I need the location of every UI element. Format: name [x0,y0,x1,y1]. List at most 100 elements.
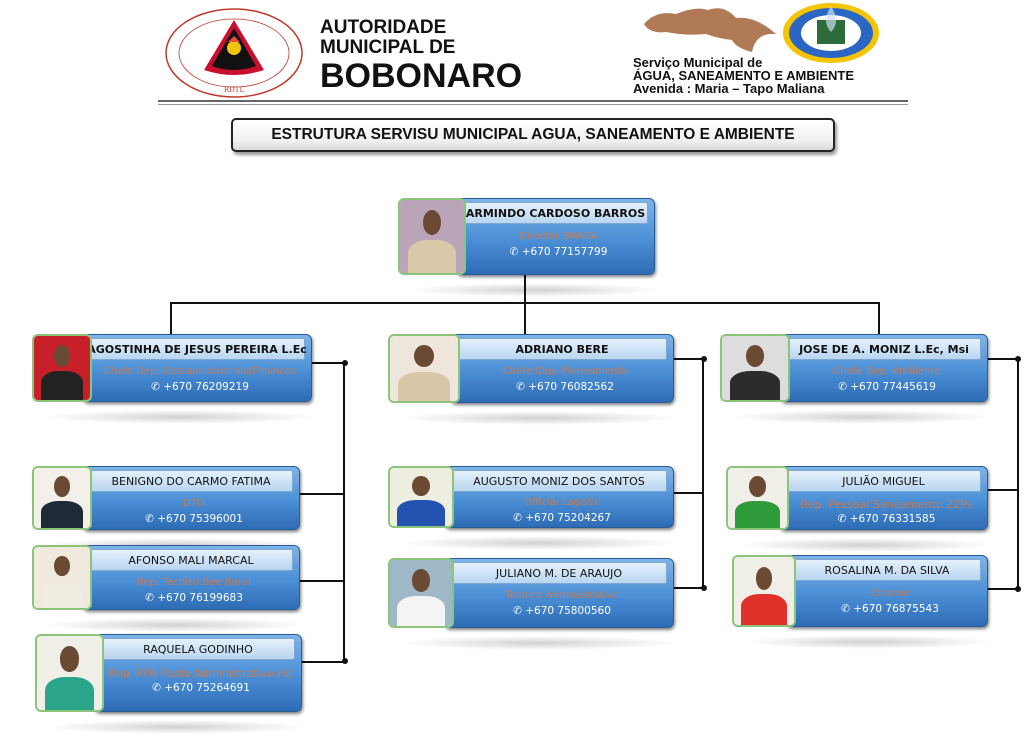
header-divider-thin [158,104,908,105]
person-name: JOSE DE A. MONIZ L.Ec, Msi [787,338,981,360]
photo-head [54,555,70,577]
person-photo [388,334,460,403]
card-shadow [398,411,680,425]
connector-line [312,362,344,364]
person-role: Chefe Dep. Ambiente [833,366,941,378]
phone-number: +670 75800560 [525,605,611,618]
person-role: Chefe Dep. Planeamento [502,366,628,378]
person-name: RAQUELA GODINHO [101,638,295,660]
connector-line [988,588,1018,590]
photo-head [412,569,430,592]
person-photo [35,634,104,712]
photo-head [412,476,430,496]
person-phone: ✆ +670 75204267 [451,512,673,524]
photo-head [60,646,79,672]
phone-number: +670 77157799 [521,246,608,259]
card-body: ADRIANO BERE Chefe Dep. Planeamento ✆ +670… [450,334,674,403]
connector-line [300,580,344,582]
phone-number: +670 76199683 [157,591,243,604]
connector-node [342,658,348,664]
card-shadow [742,635,994,649]
connector-line [170,302,172,334]
org-line-3: BOBONARO [320,57,523,95]
connector-node [701,356,707,362]
person-name: ARMINDO CARDOSO BARROS [463,202,648,224]
person-photo [32,545,92,610]
connector-line [674,358,703,360]
person-phone: ✆ +670 75264691 [101,682,301,694]
person-role: Rep. Pessoal Saneamento 22Ps [800,497,973,511]
person-phone: ✆ +670 76082562 [457,381,673,393]
svg-text:RDTL: RDTL [224,86,245,94]
person-name: BENIGNO DO CARMO FATIMA [89,470,293,492]
phone-number: +670 75204267 [525,512,611,525]
phone-icon: ✆ [151,381,164,394]
person-card: JULIÃO MIGUEL Rep. Pessoal Saneamento 22P… [726,466,994,552]
person-card: JULIANO M. DE ARAUJO Tecnico Administrati… [388,558,680,650]
connector-line [524,275,526,302]
person-card: ROSALINA M. DA SILVA Cleaner ✆ +670 768755… [732,555,994,649]
person-photo [32,466,92,530]
photo-torso [44,676,95,710]
phone-icon: ✆ [145,512,158,525]
person-phone: ✆ +670 77157799 [463,246,654,258]
connector-node [1015,356,1021,362]
photo-torso [40,371,84,400]
card-shadow [42,618,306,632]
card-body: ROSALINA M. DA SILVA Cleaner ✆ +670 768755… [786,555,988,627]
phone-number: +670 76082562 [528,381,614,394]
person-name: JULIANO M. DE ARAUJO [451,562,667,584]
phone-number: +670 75396001 [157,512,243,525]
person-role: Tecnico Administrativo [505,590,619,602]
phone-number: +670 76331585 [849,512,936,525]
person-role: Rep. Tecnico Bee Rural [137,576,251,588]
service-info: Serviço Municipal de ÁGUA, SANEAMENTO E … [633,56,854,95]
card-body: JULIÃO MIGUEL Rep. Pessoal Saneamento 22P… [779,466,988,530]
person-name: AGOSTINHA DE JESUS PEREIRA L.Ec [87,338,307,360]
header-divider [158,100,908,102]
phone-icon: ✆ [513,605,526,618]
connector-line [1017,358,1019,588]
person-role: Cleaner [870,587,910,599]
card-shadow [42,410,318,424]
photo-torso [397,596,445,626]
phone-number: +670 76875543 [853,602,939,615]
connector-line [343,362,345,661]
card-body: JULIANO M. DE ARAUJO Tecnico Administrati… [444,558,674,628]
bobonaro-map-logo [636,4,781,60]
phone-icon: ✆ [841,602,854,615]
person-name: AUGUSTO MONIZ DOS SANTOS [451,470,667,492]
person-name: JULIÃO MIGUEL [786,470,981,492]
person-name: ROSALINA M. DA SILVA [793,559,981,581]
photo-torso [741,594,787,625]
person-phone: ✆ +670 76209219 [89,381,311,393]
person-name: ADRIANO BERE [457,338,667,360]
connector-line [524,302,526,334]
person-photo [732,555,796,627]
connector-line [702,358,704,587]
person-phone: ✆ +670 76199683 [89,592,299,604]
person-photo [398,198,466,275]
phone-icon: ✆ [838,381,851,394]
person-photo [720,334,790,402]
person-card: ADRIANO BERE Chefe Dep. Planeamento ✆ +670… [388,334,680,425]
phone-icon: ✆ [152,682,165,695]
org-line-2: MUNICIPAL DE [320,37,456,58]
photo-torso [735,501,780,528]
connector-line [300,493,344,495]
chart-title: ESTRUTURA SERVISU MUNICIPAL AGUA, SANEAM… [231,118,835,152]
phone-number: +670 77445619 [850,381,936,394]
service-line-2: ÁGUA, SANEAMENTO E AMBIENTE [633,68,855,83]
photo-torso [729,371,781,400]
person-phone: ✆ +670 77445619 [787,381,987,393]
connector-line [302,661,344,663]
connector-node [342,360,348,366]
card-shadow [408,283,661,297]
